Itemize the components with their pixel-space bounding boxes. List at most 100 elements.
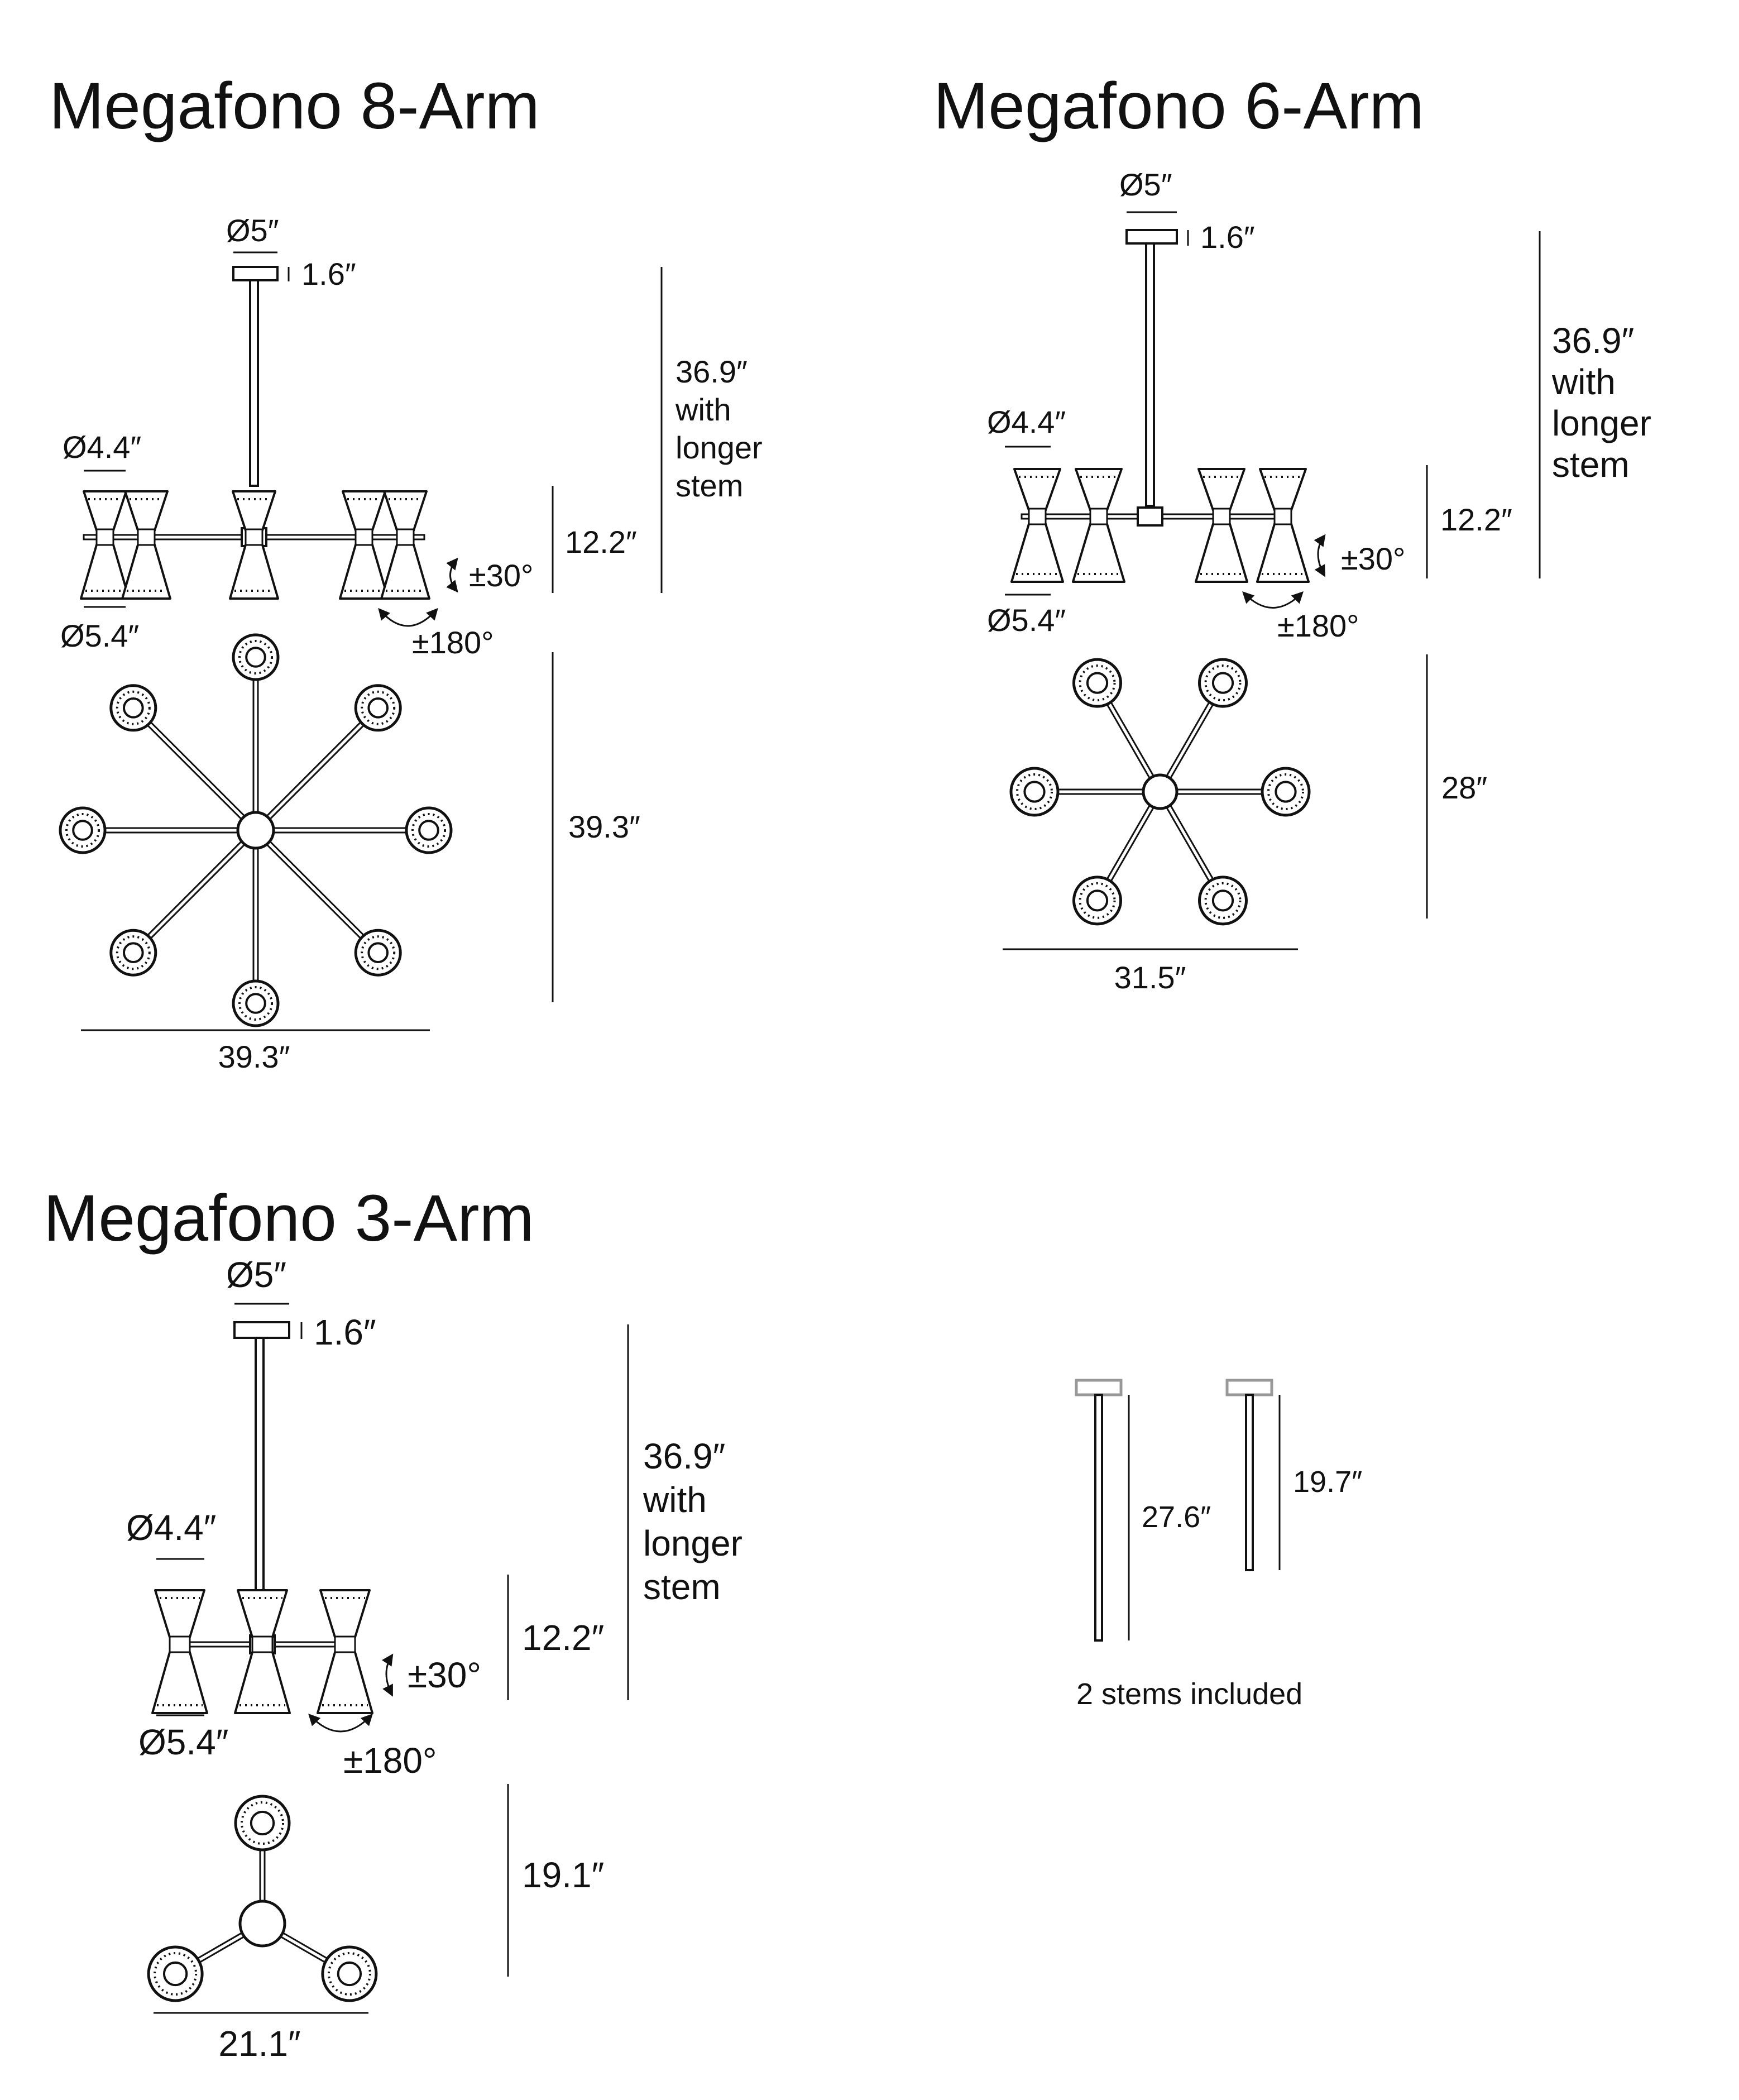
three-arm-canopy [233,1321,290,1339]
plan-shade-inner [367,697,389,719]
three-arm-title: Megafono 3-Arm [44,1181,534,1255]
plan-shade-perforation [154,1952,198,1996]
overall-height-note-2: longer [643,1523,742,1563]
six-arm-plan: 28″ 31.5″ [1003,654,1487,995]
shade-joint [1212,508,1231,525]
eight-arm-rotation: ±180° [412,625,494,660]
eight-arm-shade-bottom-diameter: Ø5.4″ [60,618,139,653]
shade-body [1072,468,1125,583]
six-arm-canopy [1125,229,1178,245]
three-arm-elevation: Ø5″ 1.6″ 36.9″ with longer stem Ø4.4″ Ø5… [126,1255,753,1781]
long-stem-canopy [1075,1379,1123,1396]
plan-shade-perforation [361,690,396,725]
plan-hub [236,811,275,850]
plan-arm [134,831,258,955]
plan-arm [134,705,258,830]
plan-shade [354,929,402,977]
three-arm-shade-bottom-diameter: Ø5.4″ [138,1722,228,1762]
plan-shade-inner [1023,781,1046,803]
rotation-arrow-icon [308,1713,373,1733]
three-arm-overall-height: 36.9″ with longer stem [643,1436,753,1607]
shade [1195,468,1248,583]
plan-shade [1009,767,1060,817]
plan-shade [59,806,107,854]
eight-arm-canopy-diameter: Ø5″ [226,213,279,248]
plan-shade-perforation [1079,882,1116,919]
tilt-arrow-icon [381,1653,394,1697]
six-arm-rotation: ±180° [1277,608,1359,643]
shade-body [1195,468,1248,583]
plan-shade-perforation [65,813,100,848]
plan-shade [1072,876,1122,926]
three-arm-canopy-diameter: Ø5″ [226,1255,286,1295]
overall-height-note-1: with [675,392,731,427]
plan-arm [253,705,377,830]
plan-shade-inner [1275,781,1297,803]
short-stem-length: 19.7″ [1293,1465,1362,1499]
plan-shade-perforation [1079,664,1116,702]
plan-shade-perforation [1267,773,1304,810]
shade-joint [169,1635,191,1653]
short-stem-canopy [1225,1379,1273,1396]
six-arm-shades [1010,468,1310,583]
plan-shade-perforation [238,640,273,675]
three-arm-plan: 19.1″ 21.1″ [147,1784,604,2064]
plan-arm [253,831,377,955]
shade-joint [354,528,373,546]
eight-arm-tilt: ±30° [469,558,533,593]
six-arm-canopy-diameter: Ø5″ [1119,167,1172,202]
plan-shade-inner [245,993,266,1014]
long-stem [1094,1394,1103,1642]
long-stem-length: 27.6″ [1142,1500,1211,1534]
plan-shade [354,684,402,732]
shade [121,490,171,600]
plan-shade-perforation [116,690,151,725]
shade-joint [1273,508,1292,525]
plan-shade [109,929,157,977]
shade-body [1256,468,1310,583]
shade-joint [245,528,264,546]
six-arm-shade-top-diameter: Ø4.4″ [987,404,1066,439]
three-arm-plan-view [147,1795,378,2002]
plan-shade [405,806,453,854]
six-arm-elevation: Ø5″ 1.6″ 36.9″ with longer stem Ø4.4″ Ø5… [987,167,1651,643]
shade [1010,468,1064,583]
plan-shade [232,979,280,1027]
six-arm-title: Megafono 6-Arm [933,69,1424,143]
stems-section: 27.6″ 19.7″ 2 stems included [1075,1379,1362,1711]
rotation-arrow-icon [378,607,438,627]
overall-height-note-3: stem [1552,444,1630,485]
plan-hub [238,1900,286,1948]
plan-shade [1198,658,1248,708]
shade [380,490,430,600]
eight-arm-stem [249,279,259,487]
six-arm-body-height: 12.2″ [1440,502,1512,537]
stems-caption: 2 stems included [1076,1677,1302,1711]
plan-shade-inner [72,820,93,841]
three-arm-stem [255,1337,265,1624]
short-stem [1245,1394,1254,1571]
plan-shade-perforation [1204,882,1242,919]
six-arm-section: Megafono 6-Arm Ø5″ 1.6″ 36.9″ with longe… [933,69,1651,995]
plan-arm [131,709,255,833]
overall-height-note-3: stem [676,468,743,503]
shade-joint [137,528,156,546]
overall-height-value: 36.9″ [643,1436,725,1476]
three-arm-section: Megafono 3-Arm Ø5″ 1.6″ 36.9″ with longe… [44,1181,753,2064]
plan-shade [1198,876,1248,926]
eight-arm-section: Megafono 8-Arm Ø5″ 1.6″ 36.9″ with longe… [49,69,763,1074]
eight-arm-elevation: Ø5″ 1.6″ 36.9″ with longer stem Ø4.4″ Ø5… [60,213,763,660]
eight-arm-plan: 39.3″ 39.3″ [59,633,640,1074]
plan-arm [256,709,381,833]
shade-body [1010,468,1064,583]
overall-height-note-1: with [643,1480,707,1520]
three-arm-body-height: 12.2″ [522,1618,604,1658]
six-arm-tilt: ±30° [1341,541,1405,576]
plan-shade-perforation [116,935,151,970]
plan-shade-inner [250,1810,275,1836]
tilt-arrow-icon [1314,534,1326,577]
eight-arm-plan-width: 39.3″ [218,1039,290,1074]
six-arm-plan-depth: 28″ [1441,770,1487,805]
plan-shade-inner [1211,889,1234,912]
